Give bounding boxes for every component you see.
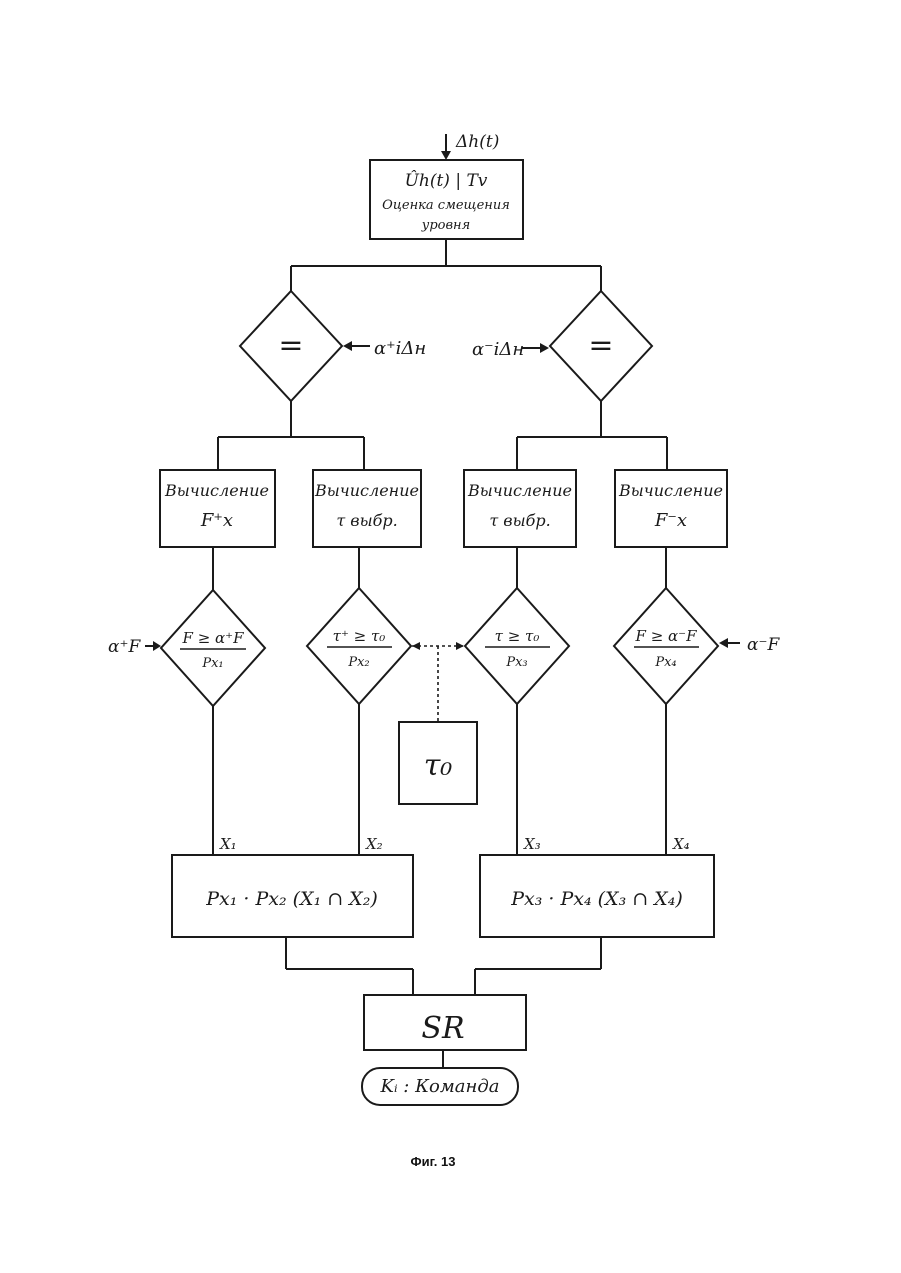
decision-1-input-arrow — [145, 641, 161, 651]
decision-4-diamond — [614, 588, 718, 704]
input-label: Δh(t) — [455, 132, 499, 152]
calc-block-3-line2: τ выбр. — [489, 511, 550, 530]
comparator-left-input-arrow — [343, 341, 370, 351]
calc-block-1-line1: Вычисление — [164, 481, 269, 500]
figure-caption: Фиг. 13 — [411, 1154, 456, 1169]
top-block-formula: Ûh(t) | Tv — [405, 170, 488, 191]
decision-2-condition: τ⁺ ≥ τ₀ — [333, 627, 386, 645]
comparator-left-symbol: = — [278, 328, 303, 363]
calc-block-2-line1: Вычисление — [314, 481, 419, 500]
decision-4-input-arrow — [719, 638, 740, 648]
tau-zero-label: τ₀ — [424, 748, 453, 783]
decision-3-diamond — [465, 588, 569, 704]
decision-4-input-label: α⁻F — [747, 635, 780, 655]
decision-2-prob: Px₂ — [347, 655, 369, 670]
comparator-right-symbol: = — [588, 328, 613, 363]
tau-feed-dashed — [412, 642, 464, 722]
decision-1-input-label: α⁺F — [108, 637, 141, 657]
split-lines-mid — [218, 401, 667, 470]
top-block-line1: Оценка смещения — [382, 198, 510, 213]
calc-block-4-line2: F⁻x — [654, 510, 687, 531]
calc-block-2-line2: τ выбр. — [336, 511, 397, 530]
split-lines-top — [291, 239, 601, 291]
calc-block-4-line1: Вычисление — [618, 481, 723, 500]
decision-4-prob: Px₄ — [654, 655, 676, 670]
input-arrow — [441, 134, 451, 160]
product-to-sr-lines — [286, 937, 601, 995]
calc-block-3-line1: Вычисление — [467, 481, 572, 500]
comparator-left-input-label: α⁺iΔн — [374, 338, 426, 359]
decision-4-condition: F ≥ α⁻F — [635, 627, 698, 645]
signal-x4: X₄ — [672, 835, 690, 853]
decision-3-condition: τ ≥ τ₀ — [495, 627, 540, 645]
command-label: Kᵢ : Команда — [380, 1076, 500, 1097]
decision-2-diamond — [307, 588, 411, 704]
top-block-line2: уровня — [421, 218, 470, 233]
calc-to-decision-lines — [213, 547, 666, 590]
decision-3-prob: Px₃ — [505, 655, 527, 670]
comparator-right-input-label: α⁻iΔн — [472, 339, 524, 360]
decision-1-prob: Px₁ — [201, 656, 223, 671]
product-left-formula: Px₁ · Px₂ (X₁ ∩ X₂) — [205, 888, 378, 910]
comparator-right-input-arrow — [522, 343, 549, 353]
sr-label: SR — [421, 1011, 464, 1046]
decision-1-condition: F ≥ α⁺F — [182, 629, 245, 647]
decision-1-diamond — [161, 590, 265, 706]
signal-x1: X₁ — [219, 835, 237, 853]
calc-block-1-line2: F⁺x — [200, 510, 233, 531]
signal-x2: X₂ — [365, 835, 383, 853]
product-right-formula: Px₃ · Px₄ (X₃ ∩ X₄) — [510, 888, 683, 910]
signal-x3: X₃ — [523, 835, 541, 853]
